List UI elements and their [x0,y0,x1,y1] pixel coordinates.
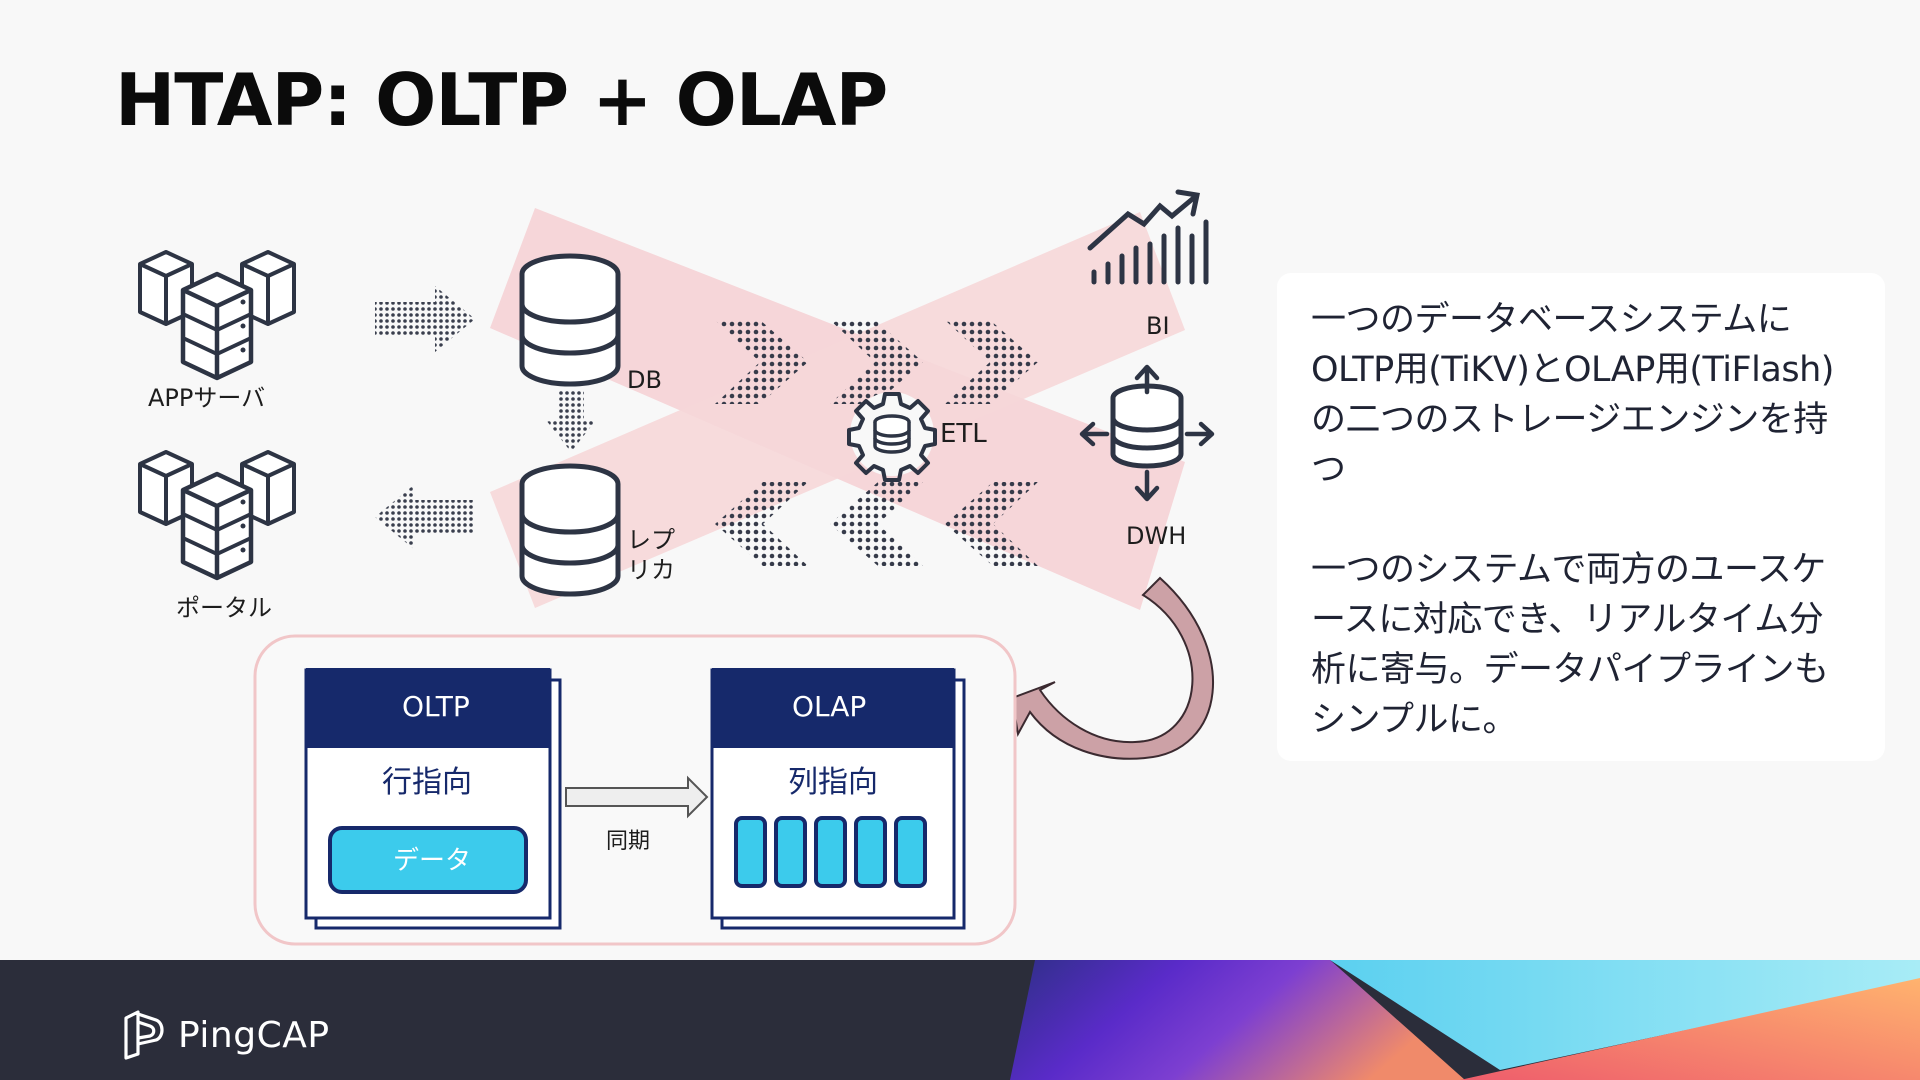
sync-arrow [565,775,709,819]
description-para-2: 一つのシステムで両方のユースケースに対応でき、リアルタイム分析に寄与。データパイ… [1311,550,1829,740]
portal-icon [138,450,296,581]
olap-column-5 [894,816,927,888]
page-title: HTAP: OLTP + OLAP [115,58,888,142]
etl-gear-icon [847,392,937,482]
pingcap-logo-text: PingCAP [178,1014,330,1056]
oltp-orientation: 行指向 [382,765,472,800]
oltp-data-label: データ [393,846,471,876]
db-label: DB [627,366,662,394]
pingcap-logo: PingCAP [122,1010,330,1060]
bi-chart-icon [1087,189,1209,285]
dwh-icon [1079,364,1215,502]
pingcap-logo-icon [124,1010,164,1060]
dwh-label: DWH [1126,522,1186,550]
htap-diagram: APPサーバ ポータル DB [138,189,1215,946]
arrow-db-to-replica [546,390,596,452]
portal-label: ポータル [176,594,272,622]
olap-column-blocks [734,816,927,888]
olap-column-1 [734,816,767,888]
description-para-1: 一つのデータベースシステムにOLTP用(TiKV)とOLAP用(TiFlash)… [1311,300,1834,490]
curved-arrow [1010,576,1215,760]
oltp-header: OLTP [402,690,470,723]
sync-label: 同期 [606,829,650,854]
description-panel: 一つのデータベースシステムにOLTP用(TiKV)とOLAP用(TiFlash)… [1277,273,1885,761]
replica-label-line1: レプ [627,526,675,554]
etl-label: ETL [940,419,987,449]
footer-gradient-shape [1010,960,1920,1080]
bi-label: BI [1146,312,1170,340]
olap-orientation: 列指向 [788,765,878,800]
replica-label-line2: リカ [627,556,675,584]
chevrons-left [715,482,1038,566]
footer-bar [0,960,1920,1080]
olap-column-3 [814,816,847,888]
olap-column-2 [774,816,807,888]
app-server-icon [138,250,296,381]
oltp-data-block [328,826,528,894]
replica-icon [522,466,618,594]
app-server-label: APPサーバ [148,384,265,412]
chevrons-right [715,320,1038,404]
arrow-app-to-db [375,286,475,352]
flow-band-x [490,208,1185,610]
olap-column-4 [854,816,887,888]
arrow-replica-to-portal [375,484,475,550]
olap-header: OLAP [792,690,866,723]
db-icon [522,256,618,384]
